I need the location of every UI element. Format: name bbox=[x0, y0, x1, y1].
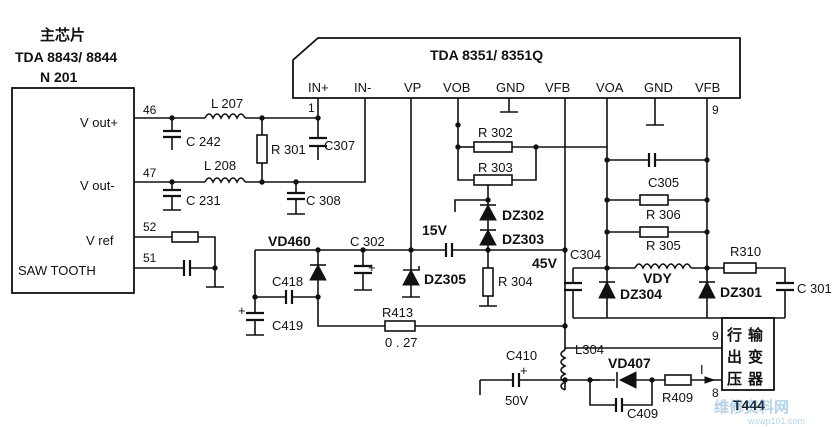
transformer-pin9: 9 bbox=[712, 329, 719, 343]
transformer-char-2: 输 bbox=[748, 326, 764, 344]
ic-pin9-number: 9 bbox=[712, 103, 719, 117]
label-dz304: DZ304 bbox=[620, 286, 662, 302]
label-c302: C 302 bbox=[350, 234, 385, 249]
label-l208: L 208 bbox=[204, 158, 236, 173]
label-r413-value: 0 . 27 bbox=[385, 335, 418, 350]
label-l304: L304 bbox=[575, 342, 604, 357]
vref-sawtooth-section bbox=[134, 231, 224, 288]
label-c308: C 308 bbox=[306, 193, 341, 208]
vob-feedback-section: R 302 R 303 bbox=[455, 98, 607, 186]
ic-pin-vp: VP bbox=[404, 80, 421, 95]
label-c305: C305 bbox=[648, 175, 679, 190]
transformer-ref: T444 bbox=[733, 397, 765, 413]
watermark-text: 维修资料网 bbox=[714, 398, 789, 416]
gnd-vfb-lines bbox=[500, 98, 664, 348]
label-c304: C304 bbox=[570, 247, 601, 262]
left-chip-box bbox=[11, 87, 135, 294]
vob-zener-section: DZ302 DZ303 R 304 45V bbox=[454, 185, 558, 307]
transformer-current: I bbox=[700, 362, 704, 377]
c419-plus: + bbox=[238, 303, 246, 318]
transformer-char-6: 器 bbox=[747, 371, 764, 388]
ic-pin-gnd-1: GND bbox=[496, 80, 525, 95]
ic-pin-vfb-2: VFB bbox=[695, 80, 720, 95]
pin-vout-minus-label: V out- bbox=[80, 178, 115, 193]
label-dz303: DZ303 bbox=[502, 231, 544, 247]
pin-46-number: 46 bbox=[143, 103, 157, 117]
label-dz301: DZ301 bbox=[720, 284, 762, 300]
c302-plus: + bbox=[368, 260, 376, 275]
transformer-char-5: 压 bbox=[727, 371, 742, 388]
label-c231: C 231 bbox=[186, 193, 221, 208]
deflection-network: C305 R 306 R 305 R310 C 301 VDY DZ304 DZ… bbox=[564, 98, 832, 319]
watermark: 维修资料网 wxwp101.com bbox=[714, 398, 805, 426]
ic-pin-in-minus: IN- bbox=[354, 80, 371, 95]
label-vdy: VDY bbox=[643, 270, 672, 286]
label-r413: R413 bbox=[382, 305, 413, 320]
input-filter-bottom: L 208 C 231 C 308 bbox=[134, 98, 366, 215]
ic-pin-vfb-1: VFB bbox=[545, 80, 570, 95]
label-r310: R310 bbox=[730, 244, 761, 259]
label-r306: R 306 bbox=[646, 207, 681, 222]
pin-vref-label: V ref bbox=[86, 233, 114, 248]
transformer-box bbox=[721, 317, 775, 391]
vp-supply-section: + + VD460 C 302 C418 C419 DZ305 15V bbox=[238, 98, 565, 336]
left-chip-ref: N 201 bbox=[40, 69, 78, 85]
label-c409: C409 bbox=[627, 406, 658, 421]
pin-vout-plus-label: V out+ bbox=[80, 115, 118, 130]
transformer-pin8: 8 bbox=[712, 386, 719, 400]
r413-section: R413 0 . 27 bbox=[382, 305, 565, 350]
right-ic-box bbox=[292, 37, 741, 99]
label-c419: C419 bbox=[272, 318, 303, 333]
left-chip-title: 主芯片 bbox=[40, 26, 85, 44]
c410-plus: + bbox=[520, 363, 528, 378]
pin-51-number: 51 bbox=[143, 251, 157, 265]
ic-pin-voa: VOA bbox=[596, 80, 624, 95]
label-r304: R 304 bbox=[498, 274, 533, 289]
label-r302: R 302 bbox=[478, 125, 513, 140]
label-c410: C410 bbox=[506, 348, 537, 363]
label-45v: 45V bbox=[532, 255, 558, 271]
label-15v: 15V bbox=[422, 222, 448, 238]
label-r303: R 303 bbox=[478, 160, 513, 175]
label-50v: 50V bbox=[505, 393, 528, 408]
flyback-section: 行 输 出 变 压 器 T444 9 8 I + L304 VD407 C410… bbox=[479, 317, 775, 421]
transformer-char-4: 变 bbox=[748, 348, 763, 366]
ic-pin-vob: VOB bbox=[443, 80, 470, 95]
ic-pin-gnd-2: GND bbox=[644, 80, 673, 95]
transformer-char-3: 出 bbox=[727, 348, 742, 366]
watermark-url: wxwp101.com bbox=[747, 416, 805, 426]
label-vd460: VD460 bbox=[268, 233, 311, 249]
label-r409: R409 bbox=[662, 390, 693, 405]
label-r305: R 305 bbox=[646, 238, 681, 253]
pin-52-number: 52 bbox=[143, 220, 157, 234]
pin-47-number: 47 bbox=[143, 166, 157, 180]
label-dz302: DZ302 bbox=[502, 207, 544, 223]
pin-sawtooth-label: SAW TOOTH bbox=[18, 263, 96, 278]
label-c301: C 301 bbox=[797, 281, 832, 296]
label-c307: C307 bbox=[324, 138, 355, 153]
left-chip-model: TDA 8843/ 8844 bbox=[15, 49, 117, 65]
ic-pin1-number: 1 bbox=[308, 101, 315, 115]
label-r301: R 301 bbox=[271, 142, 306, 157]
label-dz305: DZ305 bbox=[424, 271, 466, 287]
label-c242: C 242 bbox=[186, 134, 221, 149]
label-l207: L 207 bbox=[211, 96, 243, 111]
transformer-char-1: 行 bbox=[726, 326, 742, 344]
input-filter-top: L 207 C 242 R 301 C307 bbox=[134, 96, 355, 182]
right-ic-model: TDA 8351/ 8351Q bbox=[430, 47, 543, 63]
label-vd407: VD407 bbox=[608, 355, 651, 371]
ic-pin-in-plus: IN+ bbox=[308, 80, 329, 95]
label-c418: C418 bbox=[272, 274, 303, 289]
right-ic-pin-labels: IN+ IN- VP VOB GND VFB VOA GND VFB bbox=[308, 80, 720, 95]
